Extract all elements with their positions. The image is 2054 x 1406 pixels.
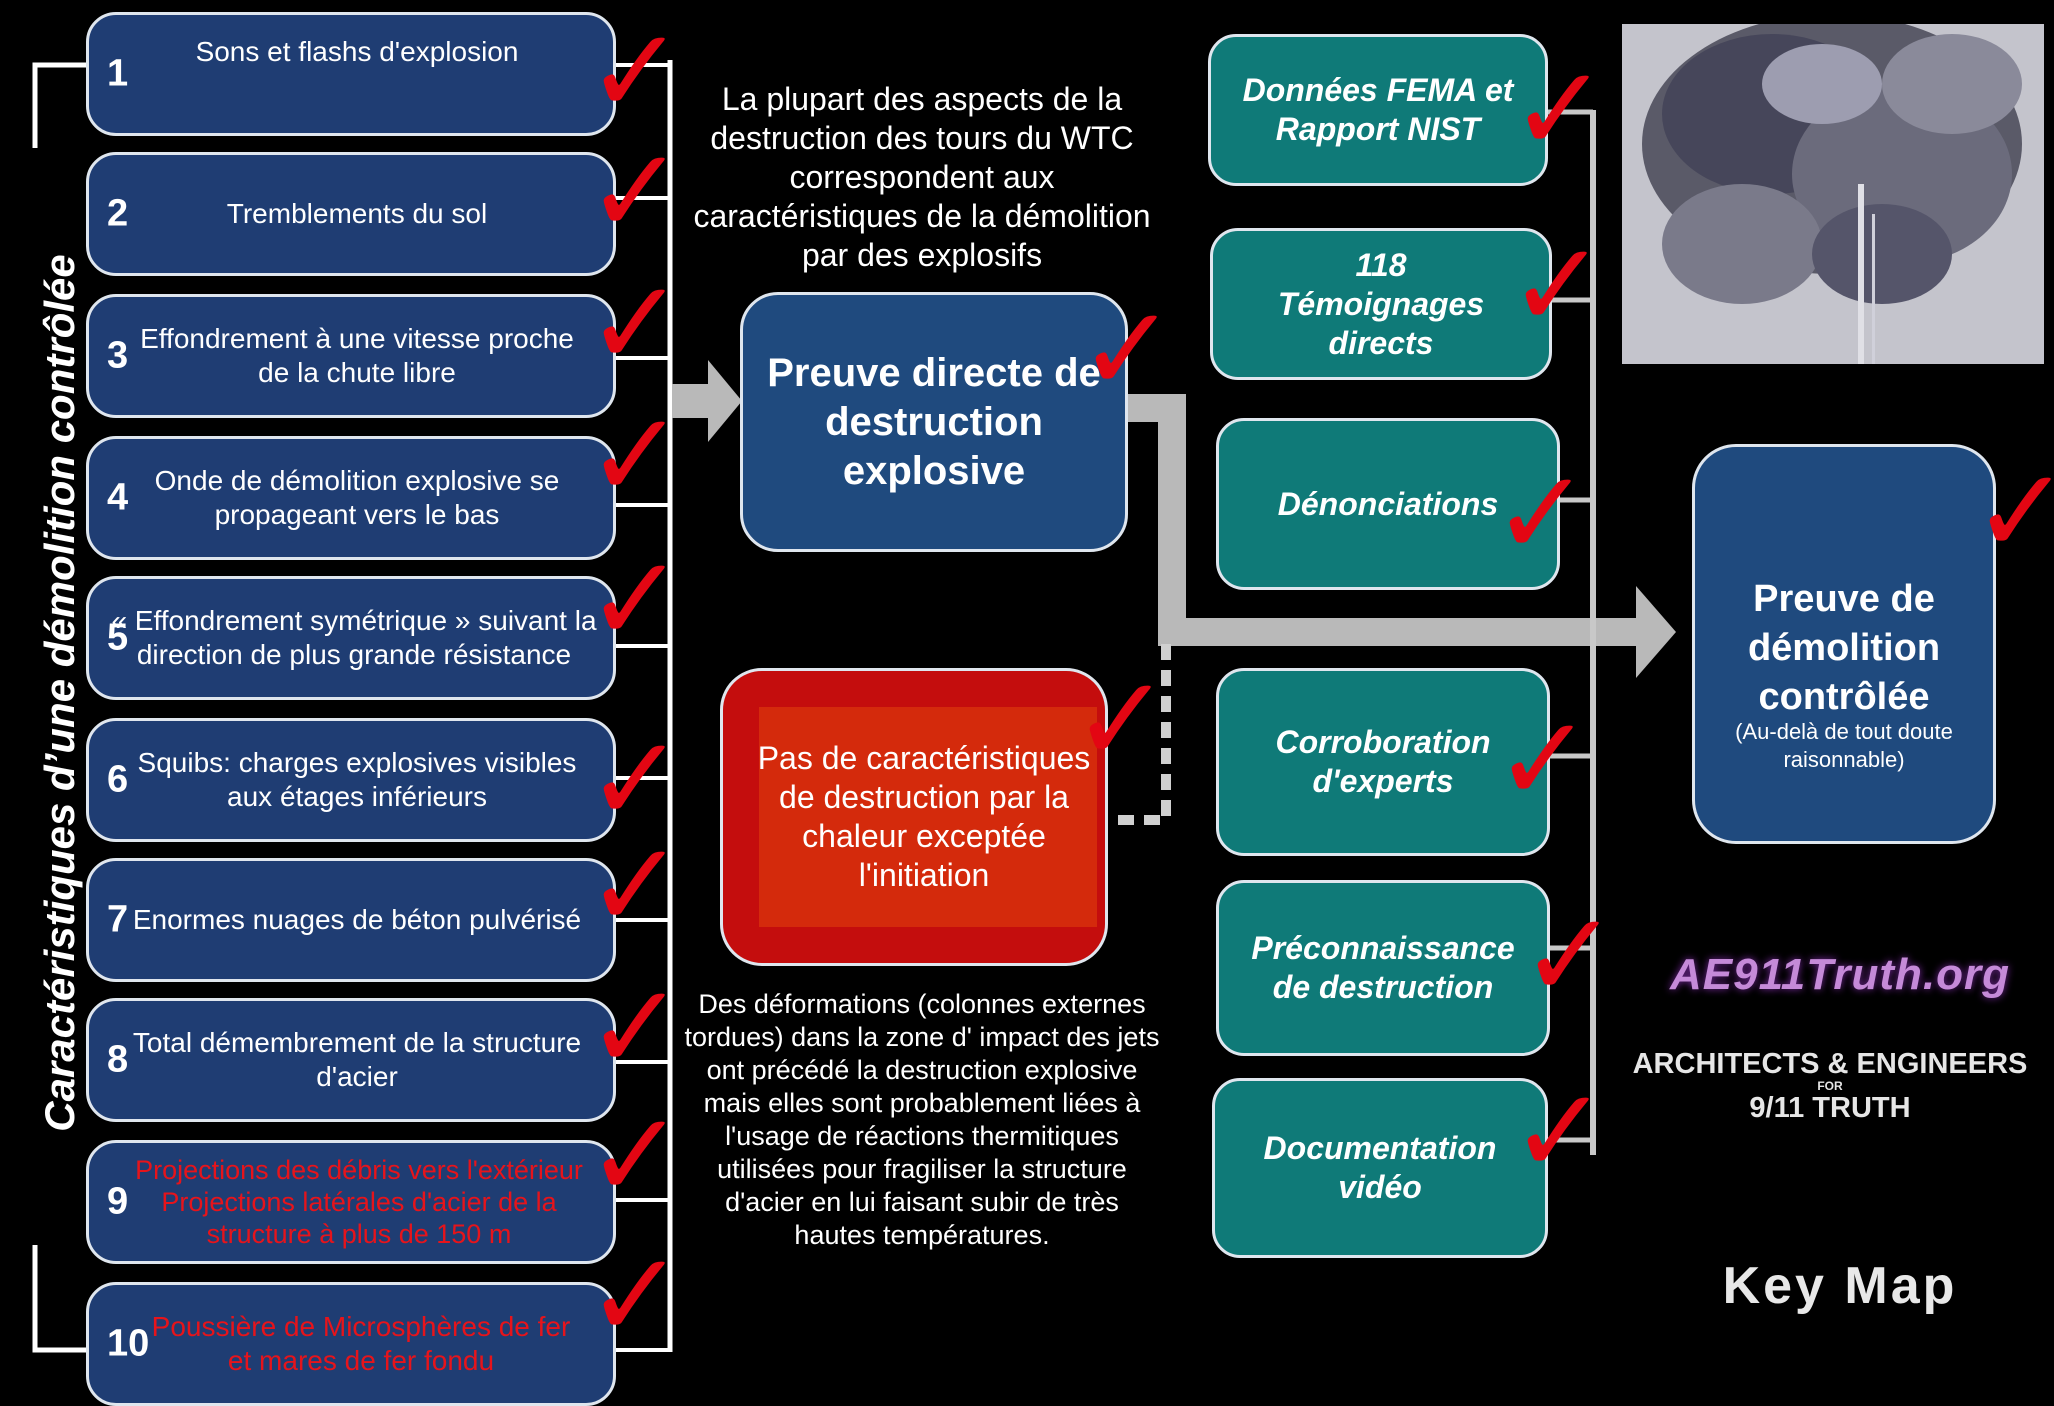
feature-label: Total démembrement de la structure d'aci… [132,1027,582,1092]
final-proof-box: Preuve de démolition contrôlée (Au-delà … [1692,444,1996,844]
feature-5: 5 « Effondrement symétrique » suivant la… [86,576,616,700]
feature-4: 4 Onde de démolition explosive se propag… [86,436,616,560]
feature-number: 4 [107,476,129,519]
arrow-to-direct-proof [672,384,710,418]
feature-1: 1 Sons et flashs d'explosion [86,12,616,136]
check-icon: ✓ [586,958,685,1096]
evidence-video: Documentation vidéo [1212,1078,1548,1258]
check-icon: ✓ [1972,442,2054,580]
feature-2: 2 Tremblements du sol [86,152,616,276]
evidence-label: Corroboration d'experts [1275,724,1491,799]
evidence-fema-nist: Données FEMA et Rapport NIST [1208,34,1548,186]
feature-9: 9 Projections des débris vers l'extérieu… [86,1140,616,1264]
feature-number: 9 [107,1180,129,1223]
dust-cloud-image [1622,24,2044,364]
feature-label: Projections des débris vers l'extérieur … [135,1155,583,1249]
check-icon: ✓ [586,122,685,260]
check-icon: ✓ [1072,650,1171,788]
deformation-text: Des déformations (colonnes externes tord… [684,989,1160,1250]
evidence-label: 118 Témoignages directs [1277,246,1485,361]
feature-number: 10 [107,1322,150,1365]
feature-label: « Effondrement symétrique » suivant la d… [111,605,597,670]
arrow-to-final-proof [1636,586,1676,678]
final-proof-title: Preuve de démolition contrôlée [1747,577,1941,718]
direct-proof-label: Preuve directe de destruction explosive [767,350,1101,493]
check-icon: ✓ [586,1086,685,1224]
feature-label: Sons et flashs d'explosion [195,36,519,67]
evidence-foreknowledge: Préconnaissance de destruction [1216,880,1550,1056]
heat-box-label: Pas de caractéristiques de destruction p… [757,740,1091,893]
feature-number: 2 [107,192,129,235]
check-icon: ✓ [1508,216,1607,354]
feature-number: 5 [107,616,129,659]
feature-label: Onde de démolition explosive se propagea… [154,465,560,530]
check-icon: ✓ [586,386,685,524]
side-title: Caractéristiques d’une démolition contrô… [36,254,83,1132]
evidence-label: Documentation vidéo [1263,1130,1497,1205]
check-icon: ✓ [586,816,685,954]
evidence-label: Données FEMA et Rapport NIST [1242,72,1514,147]
feature-8: 8 Total démembrement de la structure d'a… [86,998,616,1122]
check-icon: ✓ [1494,690,1593,828]
tower-destruction-photo [1622,24,2044,364]
evidence-denunciations: Dénonciations [1216,418,1560,590]
org-name: ARCHITECTS & ENGINEERS FOR 9/11 TRUTH [1620,1048,2040,1124]
org-line-2: FOR [1817,1079,1843,1093]
feature-7: 7 Enormes nuages de béton pulvérisé [86,858,616,982]
feature-number: 7 [107,898,129,941]
check-icon: ✓ [1510,40,1609,178]
feature-10: 10 Poussière de Microsphères de fer et m… [86,1282,616,1406]
check-icon: ✓ [586,1226,685,1364]
check-icon: ✓ [586,2,685,140]
final-proof-subtitle: (Au-delà de tout doute raisonnable) [1735,718,1953,772]
evidence-testimonies: 118 Témoignages directs [1210,228,1552,380]
feature-3: 3 Effondrement à une vitesse proche de l… [86,294,616,418]
feature-number: 3 [107,334,129,377]
direct-proof-box: Preuve directe de destruction explosive [740,292,1128,552]
feature-label: Effondrement à une vitesse proche de la … [140,323,574,388]
feature-label: Squibs: charges explosives visibles aux … [137,747,577,812]
feature-number: 1 [107,52,129,95]
check-icon: ✓ [1492,444,1591,582]
check-icon: ✓ [586,254,685,392]
check-icon: ✓ [1078,280,1177,418]
feature-number: 8 [107,1038,129,1081]
feature-label: Enormes nuages de béton pulvérisé [132,904,582,935]
check-icon: ✓ [586,710,685,848]
check-icon: ✓ [1520,886,1619,1024]
heat-box-inner [759,707,1097,927]
evidence-label: Préconnaissance de destruction [1251,930,1515,1005]
evidence-label: Dénonciations [1277,485,1499,522]
feature-label: Tremblements du sol [226,198,488,229]
ae911-logo: AE911Truth.org [1670,950,2010,999]
org-line-3: 9/11 TRUTH [1749,1092,1911,1124]
feature-6: 6 Squibs: charges explosives visibles au… [86,718,616,842]
intro-text: La plupart des aspects de la destruction… [693,81,1151,273]
heat-evidence-box: Pas de caractéristiques de destruction p… [720,668,1108,966]
org-line-1: ARCHITECTS & ENGINEERS [1632,1048,2028,1080]
check-icon: ✓ [1510,1062,1609,1200]
feature-label: Poussière de Microsphères de fer et mare… [151,1311,571,1376]
check-icon: ✓ [586,530,685,668]
feature-number: 6 [107,758,129,801]
evidence-experts: Corroboration d'experts [1216,668,1550,856]
key-map-label: Key Map [1722,1257,1958,1315]
